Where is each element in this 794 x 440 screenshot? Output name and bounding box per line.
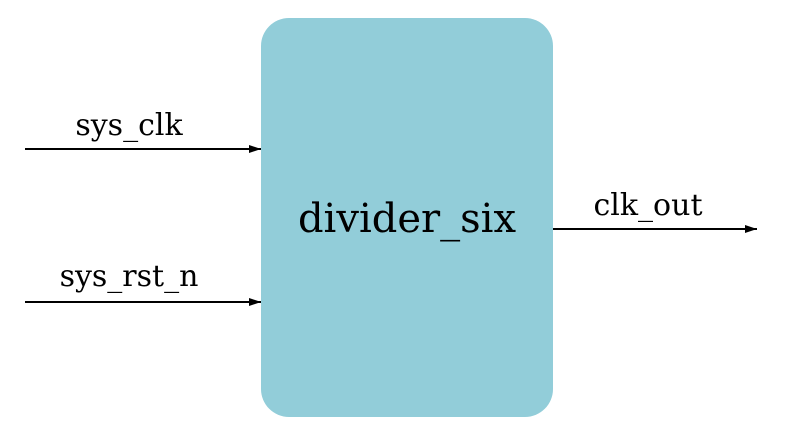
module-name: divider_six bbox=[298, 196, 517, 242]
sys-clk-label: sys_clk bbox=[75, 108, 183, 143]
sys-rst-n-label: sys_rst_n bbox=[60, 259, 199, 294]
module-block bbox=[261, 18, 553, 417]
clk-out-label: clk_out bbox=[593, 188, 702, 223]
